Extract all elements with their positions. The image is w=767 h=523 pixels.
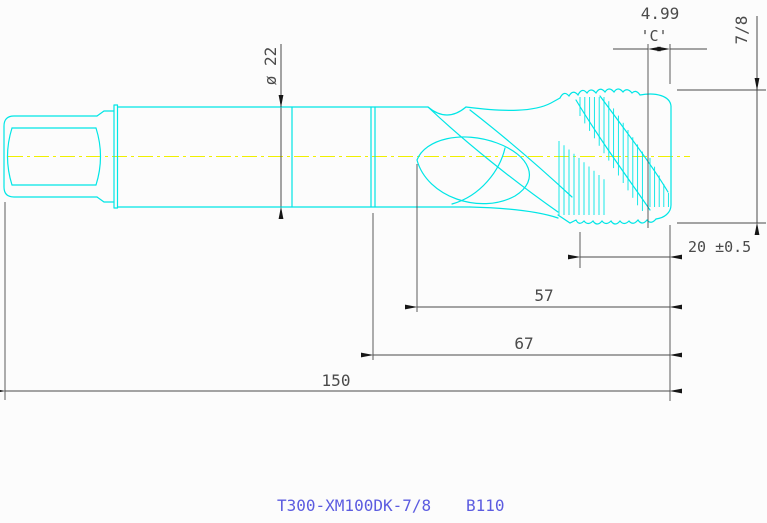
dim-thread-length: 20 ±0.5	[688, 238, 751, 256]
dimension-lines	[0, 16, 766, 401]
dim-tip-chamfer-ref: 'C'	[640, 27, 667, 45]
dim-overall-length: 150	[322, 371, 351, 390]
tap-body-outline	[3, 104, 471, 209]
dimension-labels: 4.99 'C' 7/8 ø 22 20 ±0.5 57 67 150	[261, 4, 751, 390]
dim-thread-size: 7/8	[732, 16, 751, 45]
product-code: B110	[466, 496, 505, 515]
dim-tip-chamfer-value: 4.99	[641, 4, 680, 23]
dim-gash-length: 57	[534, 286, 553, 305]
thread-section	[557, 88, 672, 225]
title-block: T300-XM100DK-7/8 B110	[0, 497, 767, 517]
thread-hatch-lines	[558, 97, 669, 215]
flute-section	[416, 97, 573, 219]
dim-shank-diameter: ø 22	[261, 47, 280, 86]
part-number: T300-XM100DK-7/8	[277, 496, 432, 515]
dim-flute-length: 67	[514, 334, 533, 353]
